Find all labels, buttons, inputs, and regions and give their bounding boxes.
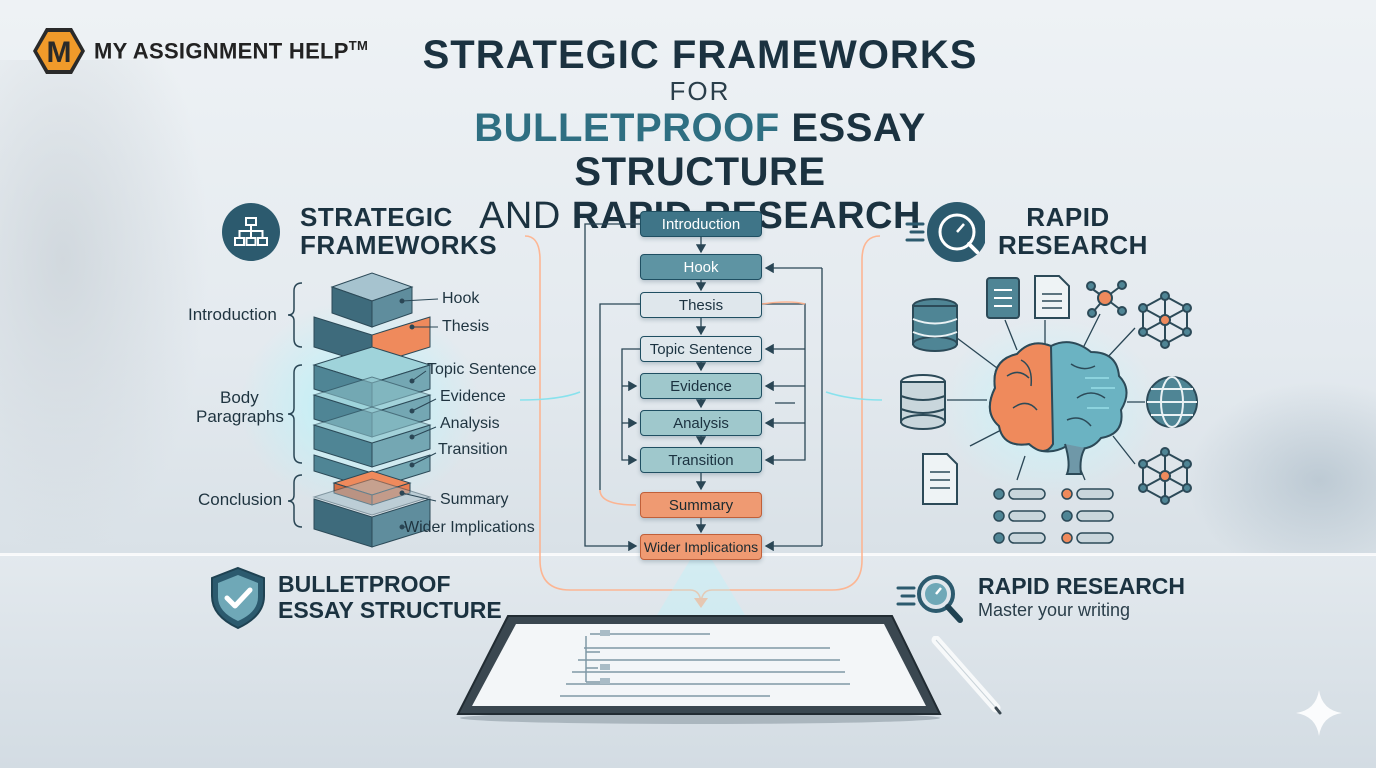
label-wider-implications: Wider Implications [404, 519, 535, 536]
title-line-3: BULLETPROOF ESSAY STRUCTURE [370, 106, 1030, 194]
database-icon [900, 374, 946, 430]
page-title: STRATEGIC FRAMEWORKS FOR BULLETPROOF ESS… [370, 34, 1030, 238]
right-title-line-2: RESEARCH [998, 230, 1148, 260]
globe-icon [1146, 376, 1198, 428]
list-icon [1061, 488, 1114, 544]
label-analysis: Analysis [440, 415, 500, 432]
label-body: Body [220, 388, 259, 407]
title-accent: BULLETPROOF [474, 106, 780, 150]
essay-layer-stack [240, 272, 480, 548]
brain-icon [988, 341, 1128, 475]
network-icon [1086, 280, 1127, 318]
bottom-left-title-1: BULLETPROOF [278, 571, 451, 597]
brand-name: MY ASSIGNMENT HELPTM [94, 38, 368, 64]
label-paragraphs: Paragraphs [196, 407, 284, 426]
left-title-line-1: STRATEGIC [300, 202, 453, 232]
conclusion-brace [287, 474, 303, 528]
body-brace [287, 364, 303, 464]
file-icon [1034, 275, 1070, 319]
brand-name-text: MY ASSIGNMENT HELP [94, 38, 349, 64]
file-icon [922, 453, 958, 505]
label-thesis: Thesis [442, 318, 490, 335]
introduction-brace [287, 282, 303, 348]
hierarchy-icon [222, 203, 280, 261]
label-evidence: Evidence [440, 388, 506, 405]
flow-box-topic-sentence[interactable]: Topic Sentence [640, 336, 762, 362]
left-section-title: STRATEGIC FRAMEWORKS [300, 203, 497, 259]
list-icon [993, 488, 1046, 544]
label-summary: Summary [440, 491, 509, 508]
sparkle-icon [1296, 690, 1342, 736]
bottom-left-title-2: ESSAY STRUCTURE [278, 597, 502, 623]
flow-box-evidence[interactable]: Evidence [640, 373, 762, 399]
document-icon [986, 277, 1020, 319]
left-title-line-2: FRAMEWORKS [300, 230, 498, 260]
database-icon [912, 298, 958, 352]
background-blur-right [1186, 380, 1376, 580]
stylus-pen[interactable] [930, 636, 1004, 716]
graph-icon [1138, 291, 1192, 349]
shield-check-icon [211, 566, 265, 630]
brand-trademark: TM [348, 37, 369, 53]
flow-box-introduction[interactable]: Introduction [640, 211, 762, 237]
bottom-left-caption: BULLETPROOF ESSAY STRUCTURE [278, 571, 502, 623]
label-transition: Transition [438, 441, 508, 458]
bottom-right-title: RAPID RESEARCH [978, 573, 1186, 599]
background-blur-left [0, 60, 210, 560]
graph-icon [1138, 447, 1192, 505]
label-hook: Hook [442, 290, 480, 307]
title-line-3-rest: ESSAY STRUCTURE [574, 106, 926, 194]
title-line-4-light: AND [479, 195, 572, 237]
magnifier-gauge-icon [905, 202, 985, 262]
brand-logo[interactable]: M MY ASSIGNMENT HELPTM [32, 26, 368, 76]
title-line-1: STRATEGIC FRAMEWORKS [422, 33, 978, 77]
label-conclusion: Conclusion [198, 490, 283, 509]
bottom-right-subtitle: Master your writing [978, 600, 1131, 620]
flow-box-analysis[interactable]: Analysis [640, 410, 762, 436]
label-topic-sentence: Topic Sentence [427, 361, 537, 378]
logo-letter: M [47, 36, 72, 69]
flow-box-transition[interactable]: Transition [640, 447, 762, 473]
research-network [900, 275, 1198, 544]
flow-box-hook[interactable]: Hook [640, 254, 762, 280]
right-title-line-1: RAPID [1026, 202, 1110, 232]
tablet-device[interactable] [450, 612, 950, 724]
flow-box-thesis[interactable]: Thesis [640, 292, 762, 318]
label-introduction: Introduction [188, 305, 277, 324]
tablet-document-lines [560, 633, 850, 697]
wider-implications-layer [312, 478, 432, 548]
right-section-title: RAPID RESEARCH [998, 202, 1148, 260]
title-line-2: FOR [669, 76, 731, 106]
magnifier-gauge-icon-small [896, 575, 963, 623]
flow-down-arrow [694, 598, 708, 608]
hook-layer [330, 272, 414, 328]
flow-box-wider-implications[interactable]: Wider Implications [640, 534, 762, 560]
flow-box-summary[interactable]: Summary [640, 492, 762, 518]
logo-hexagon-icon: M [33, 28, 85, 74]
